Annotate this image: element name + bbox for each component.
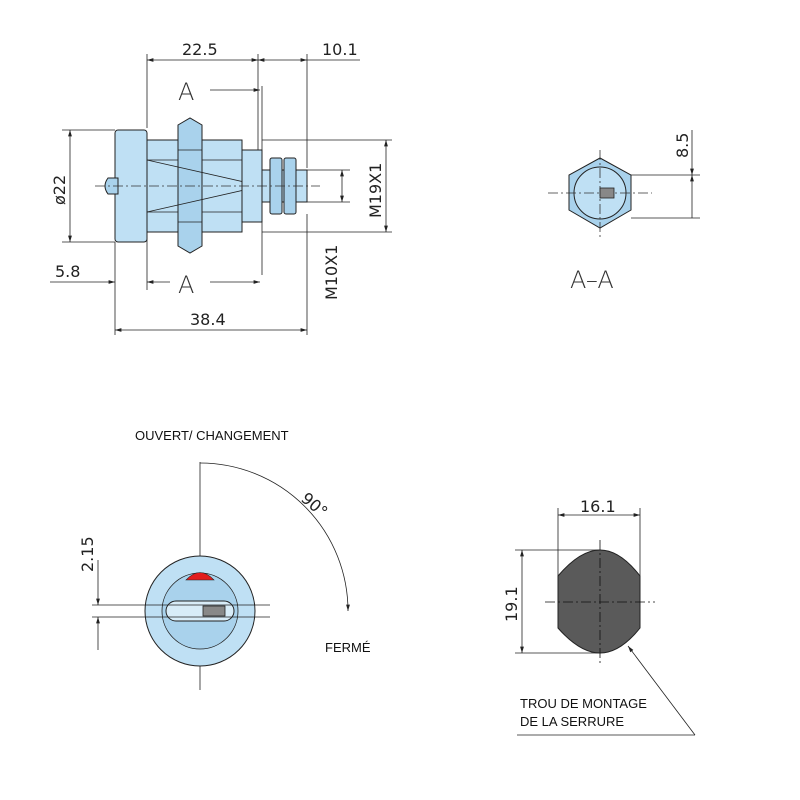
dim-38-4: 38.4 xyxy=(190,310,226,329)
label-open: OUVERT/ CHANGEMENT xyxy=(135,428,289,443)
side-view: 22.5 10.1 A A ø22 5.8 38.4 M19X1 xyxy=(50,40,392,335)
dim-diameter: ø22 xyxy=(50,175,69,205)
key-face xyxy=(104,177,119,195)
section-cam xyxy=(599,187,615,199)
dim-16-1: 16.1 xyxy=(580,497,616,516)
label-closed: FERMÉ xyxy=(325,640,371,655)
dim-angle: 90° xyxy=(297,489,331,522)
callout-line-2: DE LA SERRURE xyxy=(520,714,624,729)
section-view: 8.5 A–A xyxy=(548,130,700,294)
section-label: A–A xyxy=(570,266,614,294)
dim-5-8: 5.8 xyxy=(55,262,80,281)
section-marker-top: A xyxy=(178,78,194,106)
dim-thread-body: M19X1 xyxy=(366,163,385,218)
front-view: OUVERT/ CHANGEMENT FERMÉ 90° 2.15 xyxy=(78,428,371,690)
dim-22-5: 22.5 xyxy=(182,40,218,59)
hole-view: 16.1 19.1 TROU DE MONTAGE DE LA SERRURE xyxy=(502,497,696,736)
callout-line-1: TROU DE MONTAGE xyxy=(520,696,647,711)
mounting-hole xyxy=(557,549,641,654)
dim-2-15: 2.15 xyxy=(78,536,97,572)
section-marker-bottom: A xyxy=(178,271,194,299)
dim-8-5: 8.5 xyxy=(673,133,692,158)
hex-nut-body xyxy=(177,117,203,254)
dim-thread-end: M10X1 xyxy=(322,245,341,300)
dim-19-1: 19.1 xyxy=(502,586,521,622)
open-indicator xyxy=(185,572,215,581)
dim-10-1: 10.1 xyxy=(322,40,358,59)
key-cam xyxy=(202,605,226,617)
